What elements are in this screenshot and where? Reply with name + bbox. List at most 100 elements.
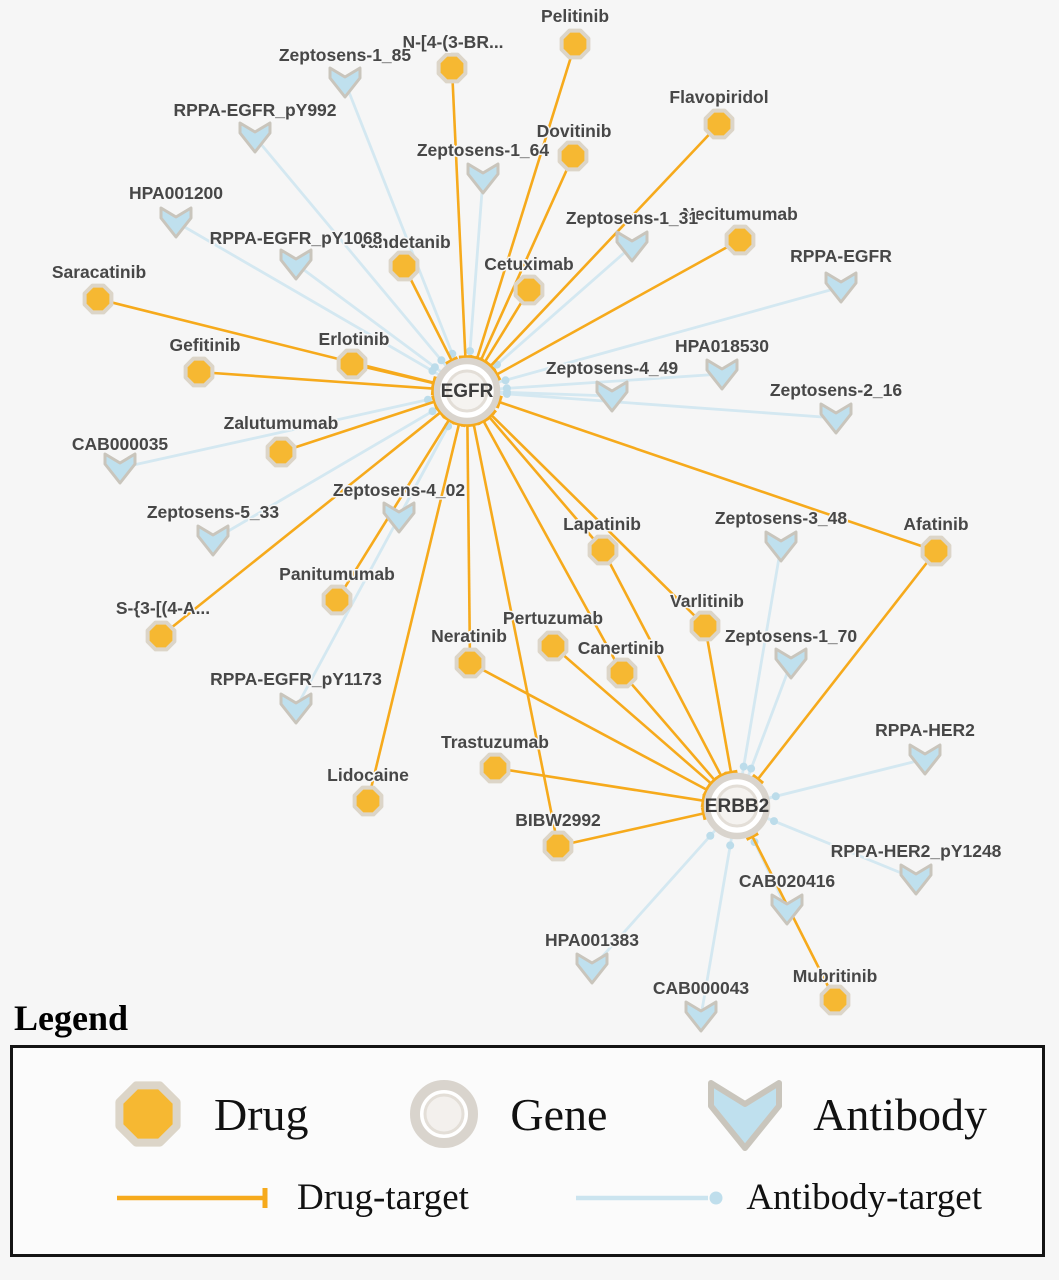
label-hpa001383: HPA001383 [545, 930, 639, 950]
legend-title: Legend [14, 998, 129, 1038]
antibody-node-rppa_egfr_py992[interactable] [238, 121, 272, 154]
antibody-node-rppa_egfr_py1173[interactable] [279, 692, 313, 725]
antibody-node-zeptosens_1_31[interactable] [615, 230, 649, 263]
drug-edge [601, 549, 723, 777]
antibody-node-zeptosens_5_33[interactable] [196, 524, 230, 557]
drug-edge [751, 835, 837, 1001]
label-rppa_egfr_py1068: RPPA-EGFR_pY1068 [210, 228, 383, 248]
drug-edge [280, 400, 436, 454]
label-pelitinib: Pelitinib [541, 6, 609, 26]
antibody-edge-dot [770, 817, 778, 826]
drug-node-necitumumab[interactable] [724, 224, 756, 256]
antibody-edge-dot [428, 407, 437, 416]
legend-label-gene: Gene [510, 1088, 608, 1140]
antibody-edge [699, 805, 739, 1017]
drug-node-gefitinib[interactable] [183, 356, 215, 388]
drug-node-mubritinib[interactable] [819, 984, 851, 1016]
antibody-edge [343, 81, 469, 392]
drug-node-zalutumumab[interactable] [265, 436, 297, 468]
antibody-node-hpa001200[interactable] [159, 206, 193, 239]
drug-node-pelitinib[interactable] [559, 28, 591, 60]
antibody-edge-dot [466, 347, 474, 356]
drug-node-trastuzumab[interactable] [479, 752, 511, 784]
antibody-node-rppa_egfr_py1068[interactable] [279, 248, 313, 281]
drug-node-panitumumab[interactable] [321, 584, 353, 616]
label-hpa001200: HPA001200 [129, 183, 223, 203]
drug-node-flavopiridol[interactable] [703, 108, 735, 140]
label-cab000035: CAB000035 [72, 434, 169, 454]
label-saracatinib: Saracatinib [52, 262, 146, 282]
drug-node-dovitinib[interactable] [557, 140, 589, 172]
antibody-node-hpa001383[interactable] [575, 952, 609, 985]
antibody-chevron-icon [708, 1080, 783, 1151]
drug-node-varlitinib[interactable] [689, 610, 721, 642]
antibody-edge [294, 390, 469, 709]
drug-octagon-icon [115, 1081, 181, 1147]
drug-edge-cap [492, 368, 502, 382]
antibody-target-line-icon [576, 1191, 723, 1204]
antibody-edge [212, 389, 468, 542]
drug-edge-cap [700, 806, 707, 821]
label-trastuzumab: Trastuzumab [441, 732, 549, 752]
drug-node-s3_4a[interactable] [145, 620, 177, 652]
legend-node-row: Drug Gene Antibody [108, 1074, 987, 1154]
node-layer [82, 28, 952, 1033]
legend-item-drug-target: Drug-target [113, 1176, 469, 1219]
antibody-node-zeptosens_1_64[interactable] [466, 162, 500, 195]
label-zeptosens_4_02: Zeptosens-4_02 [333, 480, 466, 500]
antibody-node-zeptosens_3_48[interactable] [764, 530, 798, 563]
drug-node-saracatinib[interactable] [82, 283, 114, 315]
legend-box: Drug Gene Antibody [10, 1045, 1045, 1257]
antibody-node-rppa_her2_py1248[interactable] [899, 863, 933, 896]
antibody-node-zeptosens_4_02[interactable] [382, 501, 416, 534]
label-varlitinib: Varlitinib [670, 591, 744, 611]
drug-edge [621, 672, 716, 782]
antibody-node-zeptosens_2_16[interactable] [819, 402, 853, 435]
label-cab000043: CAB000043 [653, 978, 750, 998]
drug-node-lidocaine[interactable] [352, 785, 384, 817]
label-dovitinib: Dovitinib [537, 121, 612, 141]
antibody-edge-dot [706, 831, 715, 840]
drug-node-canertinib[interactable] [606, 657, 638, 689]
label-pertuzumab: Pertuzumab [503, 608, 603, 628]
label-s3_4a: S-{3-[(4-A... [116, 598, 210, 618]
antibody-node-zeptosens_1_70[interactable] [774, 647, 808, 680]
antibody-edge-dot [726, 841, 735, 850]
label-rppa_egfr_py1173: RPPA-EGFR_pY1173 [210, 669, 382, 689]
drug-edge-cap [751, 773, 765, 785]
gene-circle-icon [410, 1080, 479, 1148]
antibody-node-hpa018530[interactable] [705, 358, 739, 391]
label-mubritinib: Mubritinib [793, 966, 878, 986]
label-rppa_egfr_py992: RPPA-EGFR_pY992 [173, 100, 336, 120]
drug-edge-cap [705, 777, 717, 790]
antibody-edge-dot [739, 762, 748, 771]
antibody-node-cab020416[interactable] [770, 893, 804, 926]
drug-node-lapatinib[interactable] [587, 534, 619, 566]
drug-node-cetuximab[interactable] [513, 274, 545, 306]
antibody-node-rppa_egfr[interactable] [824, 271, 858, 304]
antibody-node-cab000035[interactable] [103, 452, 137, 485]
drug-node-vandetanib[interactable] [388, 250, 420, 282]
drug-node-afatinib[interactable] [920, 535, 952, 567]
gene-node-inner [715, 784, 759, 828]
drug-edge [498, 400, 937, 553]
antibody-node-zeptosens_1_85[interactable] [328, 66, 362, 99]
label-vandetanib: Vandetanib [357, 232, 450, 252]
drug-node-n4_3br[interactable] [436, 52, 468, 84]
drug-node-pertuzumab[interactable] [537, 630, 569, 662]
drug-node-erlotinib[interactable] [336, 348, 368, 380]
legend-edge-row: Drug-target Antibody-target [113, 1176, 982, 1219]
antibody-node-zeptosens_4_49[interactable] [595, 380, 629, 413]
legend-label-drug: Drug [214, 1088, 309, 1140]
antibody-node-rppa_her2[interactable] [908, 743, 942, 776]
antibody-edge-dot [771, 792, 780, 801]
drug-node-bibw2992[interactable] [542, 830, 574, 862]
drug-target-line-icon [117, 1187, 268, 1208]
label-zeptosens_3_48: Zeptosens-3_48 [715, 508, 848, 528]
antibody-node-cab000043[interactable] [684, 1000, 718, 1033]
antibody-edge [253, 136, 469, 392]
label-rppa_her2_py1248: RPPA-HER2_pY1248 [831, 841, 1002, 861]
drug-node-neratinib[interactable] [454, 647, 486, 679]
